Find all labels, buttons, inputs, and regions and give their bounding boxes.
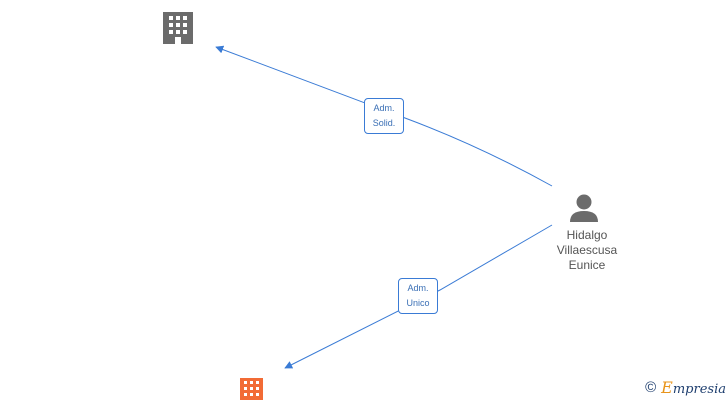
building-icon[interactable] (240, 378, 263, 400)
copyright-icon: © (645, 379, 657, 396)
edge-adm-unico (284, 224, 553, 369)
brand-rest: mpresia (672, 382, 726, 397)
brand-initial: E (661, 378, 673, 397)
person-name-line: Eunice (568, 258, 606, 272)
edge-label-adm-solid[interactable]: Adm. Solid. (364, 98, 404, 134)
brand-logo: Empresia (661, 378, 726, 397)
edge-label-line: Unico (406, 298, 430, 308)
edge-label-adm-unico[interactable]: Adm. Unico (398, 278, 438, 314)
edge-label-line: Solid. (372, 118, 396, 128)
person-name-line: Hidalgo (566, 228, 608, 242)
person-name-line: Villaescusa (556, 243, 618, 257)
edge-adm-solid (215, 45, 553, 187)
building-icon[interactable] (163, 12, 193, 44)
edge-label-line: Adm. (407, 283, 429, 293)
person-name[interactable]: Hidalgo Villaescusa Eunice (540, 228, 634, 273)
watermark: © Empresia (645, 378, 726, 397)
person-icon[interactable] (570, 194, 598, 223)
edge-label-line: Adm. (373, 103, 395, 113)
